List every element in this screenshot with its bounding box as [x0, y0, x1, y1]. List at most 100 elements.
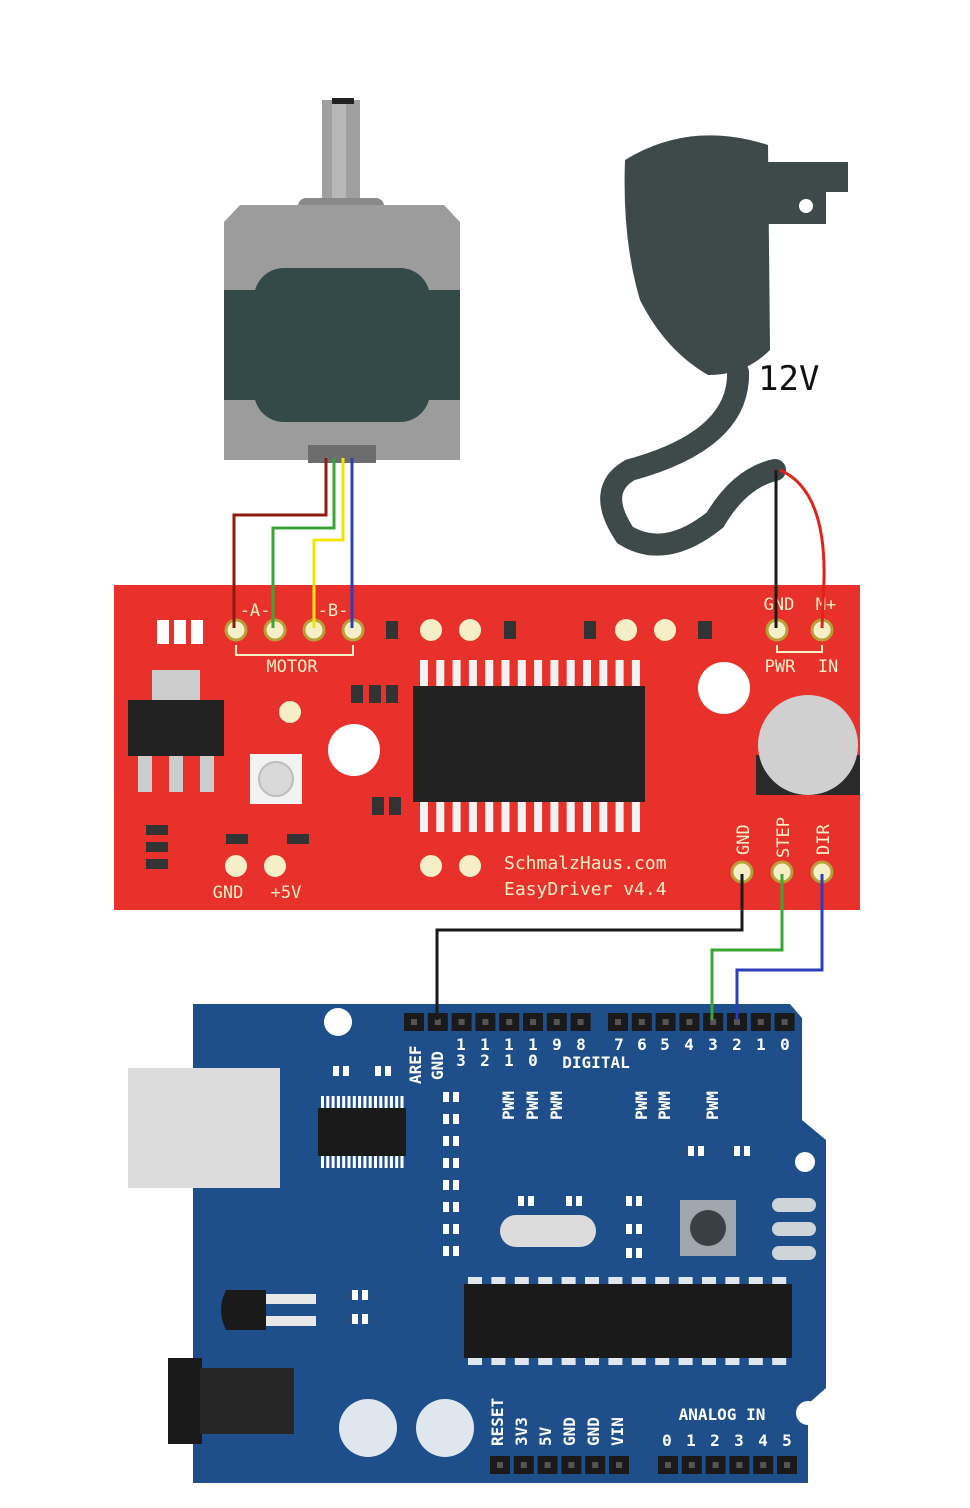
header-pin-hole — [736, 1462, 743, 1468]
icsp-pin — [772, 1246, 816, 1260]
ic-pin — [517, 660, 526, 688]
header-pin-hole — [757, 1019, 764, 1025]
header-pin-hole — [553, 1019, 560, 1025]
regulator-body — [248, 1290, 266, 1330]
plus5v-label: +5V — [271, 883, 302, 903]
atmega-pin — [772, 1358, 787, 1365]
header-pin-hole — [458, 1019, 465, 1025]
ic-pin — [631, 800, 640, 832]
wire-motor-green — [271, 458, 336, 628]
atmega-pin — [538, 1277, 553, 1284]
header-pin-hole — [544, 1462, 551, 1468]
smd-pad — [518, 1196, 524, 1206]
usb-chip-pin — [342, 1096, 346, 1108]
motor-shaft-highlight — [332, 100, 346, 210]
smd-resistor — [287, 834, 309, 844]
usb-chip-pin — [326, 1096, 330, 1108]
smd-cap — [351, 685, 363, 703]
smd-pad — [453, 1202, 459, 1212]
smd-cap — [584, 621, 596, 639]
pad — [654, 619, 676, 641]
atmega-pin — [561, 1358, 576, 1365]
pad-motor-a2[interactable] — [263, 618, 287, 642]
power-adapter: 12V — [600, 135, 848, 556]
pin11-line2: 1 — [504, 1051, 514, 1070]
smd-pad — [343, 1066, 349, 1076]
smd-pad — [375, 1066, 381, 1076]
smd-pad — [453, 1092, 459, 1102]
usb-chip-pin — [331, 1096, 335, 1108]
pin12-line2: 2 — [480, 1051, 490, 1070]
pad — [615, 619, 637, 641]
coil-b-label: -B- — [318, 601, 349, 621]
reset-button[interactable] — [690, 1210, 726, 1246]
smd-pad — [698, 1146, 704, 1156]
capacitor — [758, 695, 858, 795]
pin1-label: 1 — [756, 1035, 766, 1054]
usb-chip-pin — [326, 1156, 330, 1168]
pwm-label-3: PWM — [703, 1091, 722, 1120]
regulator-leg — [169, 756, 183, 792]
ic-pin — [501, 800, 510, 832]
a3-label: 3 — [734, 1431, 744, 1450]
usb-chip-pin — [358, 1096, 362, 1108]
atmega-pin — [585, 1277, 599, 1284]
ic-pin — [485, 660, 494, 688]
smd-cap — [389, 797, 401, 815]
atmega-pin — [491, 1358, 506, 1365]
wire-step-green — [710, 874, 784, 1020]
usb-chip-pin — [400, 1156, 404, 1168]
atmega-pins — [468, 1277, 787, 1365]
pin12-line1: 1 — [480, 1035, 490, 1054]
ic-pin — [550, 800, 559, 832]
pin3-label: 3 — [708, 1035, 718, 1054]
atmega-pin — [678, 1277, 693, 1284]
atmega-pin — [608, 1358, 623, 1365]
smd-pad — [734, 1146, 740, 1156]
ic-pin — [468, 660, 477, 688]
smd-pad — [333, 1066, 339, 1076]
pad — [459, 619, 481, 641]
smd-pad — [528, 1196, 534, 1206]
pad-motor-a1[interactable] — [224, 618, 248, 642]
potentiometer-knob[interactable] — [258, 761, 294, 797]
smd-pad — [453, 1136, 459, 1146]
pwr-bracket — [776, 645, 823, 653]
usb-port[interactable] — [128, 1068, 280, 1188]
dc-jack[interactable] — [200, 1368, 294, 1434]
ic-pin — [436, 800, 445, 832]
header-pin-hole — [688, 1462, 695, 1468]
atmega-pin — [631, 1277, 646, 1284]
a5-label: 5 — [782, 1431, 792, 1450]
header-pin-hole — [615, 1019, 621, 1025]
pwr-label: PWR — [765, 657, 796, 677]
smd-pad — [626, 1196, 632, 1206]
header-pin-hole — [497, 1462, 503, 1468]
atmega-pin — [468, 1358, 482, 1365]
pad — [459, 855, 481, 877]
header-pin-hole — [781, 1019, 788, 1025]
smd-pad — [443, 1224, 449, 1234]
atmega-pin — [748, 1358, 763, 1365]
smd-pad — [566, 1196, 572, 1206]
header-pin-hole — [434, 1019, 441, 1025]
motor-face — [254, 268, 430, 422]
analog-header — [658, 1456, 797, 1474]
smd-resistor — [146, 825, 168, 835]
usb-chip-pin — [374, 1156, 377, 1168]
pin10-line1: 1 — [528, 1035, 538, 1054]
smd-cap — [369, 685, 381, 703]
smd-pad — [453, 1246, 459, 1256]
pin0-label: 0 — [780, 1035, 790, 1054]
usb-chip-pin — [379, 1096, 383, 1108]
a2-label: 2 — [710, 1431, 720, 1450]
header-pin-hole — [662, 1019, 669, 1025]
pwm-label-11: PWM — [499, 1091, 518, 1120]
arduino-mounting-hole — [795, 1152, 815, 1172]
usb-chip-pin — [400, 1096, 404, 1108]
atmega-pin — [491, 1277, 506, 1284]
wire-motor-yellow — [312, 458, 345, 628]
atmega-pin — [702, 1277, 716, 1284]
power-vin-label: VIN — [608, 1417, 627, 1446]
header-pin-hole — [784, 1462, 790, 1468]
